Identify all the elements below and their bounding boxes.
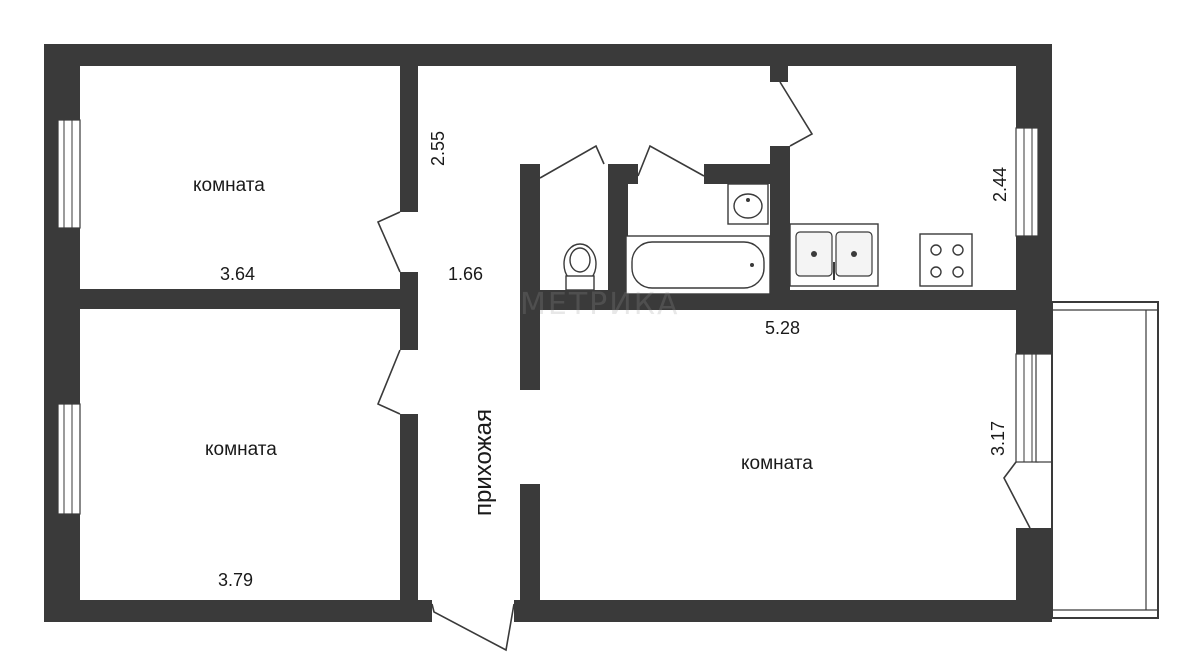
wall-bath-top-stub: [608, 164, 638, 184]
window-left-lower: [57, 403, 81, 515]
wall-bottom-left: [44, 600, 432, 622]
dim-large-room-depth: 3.17: [988, 421, 1008, 456]
window-kitchen: [1015, 127, 1039, 237]
stove-icon: [919, 233, 973, 287]
toilet-icon: [563, 243, 597, 291]
interior-walls: [78, 62, 1040, 604]
wall-bottom-right: [514, 600, 1052, 622]
wall-kitchen-door-stub: [770, 62, 788, 82]
kitchen-sink-icon: [789, 223, 879, 287]
label-room-top-left: комната: [193, 175, 265, 196]
bathtub-icon: [625, 235, 771, 295]
door-bathroom: [637, 144, 705, 177]
outer-walls: [44, 44, 1052, 622]
door-balcony: [1003, 461, 1031, 529]
wall-right-lower: [1016, 528, 1052, 622]
door-toilet: [539, 144, 605, 179]
door-entrance: [431, 603, 515, 652]
wall-hallway-right-lower: [520, 484, 540, 604]
label-room-bottom-left: комната: [205, 439, 277, 460]
dim-top-left-depth: 2.55: [428, 131, 448, 166]
balcony: [1051, 301, 1159, 619]
wall-bath-top: [704, 164, 790, 184]
doors: [376, 81, 1031, 652]
dim-bottom-left-width: 3.79: [218, 570, 253, 590]
wall-toilet-bath: [608, 164, 628, 296]
door-kitchen: [779, 81, 814, 147]
door-bottom-left-room: [376, 349, 401, 415]
window-large-room: [1015, 353, 1053, 463]
windows: [57, 119, 1053, 515]
label-hallway: прихожая: [470, 409, 497, 516]
wall-partition-left-middle: [400, 272, 418, 350]
dim-top-left-width: 3.64: [220, 264, 255, 284]
wall-top: [44, 44, 1052, 66]
wall-above-large-room: [520, 290, 1040, 310]
dim-large-room-width: 5.28: [765, 318, 800, 338]
door-top-left-room: [376, 211, 401, 273]
sink-bathroom-icon: [727, 183, 769, 225]
watermark: МЕТРИКА: [520, 287, 680, 322]
wall-between-left-rooms: [78, 289, 418, 309]
dim-kitchen-depth: 2.44: [990, 167, 1010, 202]
window-left-upper: [57, 119, 81, 229]
label-room-large: комната: [741, 453, 813, 474]
dim-corridor: 1.66: [448, 264, 483, 284]
wall-hallway-right: [520, 164, 540, 390]
wall-partition-left-lower: [400, 414, 418, 604]
wall-partition-left-upper: [400, 62, 418, 212]
